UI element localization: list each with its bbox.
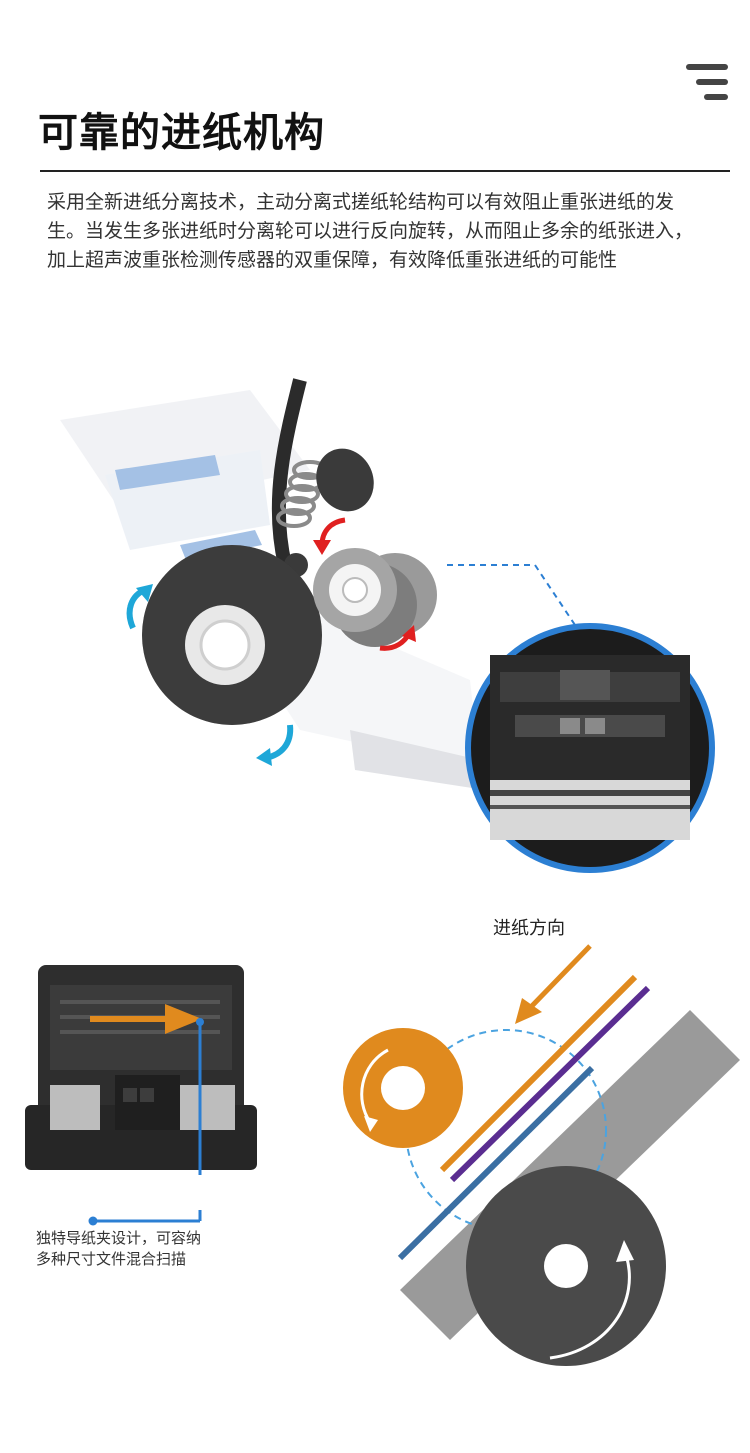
feed-direction-label: 进纸方向 <box>493 918 565 939</box>
page-title: 可靠的进纸机构 <box>38 110 325 156</box>
title-divider <box>40 170 730 172</box>
menu-line <box>686 64 728 70</box>
feed-roller-illustration <box>60 378 715 873</box>
menu-line <box>704 94 728 100</box>
separation-diagram <box>343 944 740 1366</box>
scanner-photo <box>25 965 257 1175</box>
guide-caption: 独特导纸夹设计，可容纳多种尺寸文件混合扫描 <box>36 1228 211 1270</box>
menu-icon[interactable] <box>684 62 728 102</box>
menu-line <box>696 79 728 85</box>
description-text: 采用全新进纸分离技术，主动分离式搓纸轮结构可以有效阻止重张进纸的发生。当发生多张… <box>47 191 694 271</box>
guide-connector <box>88 1210 202 1226</box>
guide-caption-text: 独特导纸夹设计，可容纳多种尺寸文件混合扫描 <box>36 1229 202 1268</box>
